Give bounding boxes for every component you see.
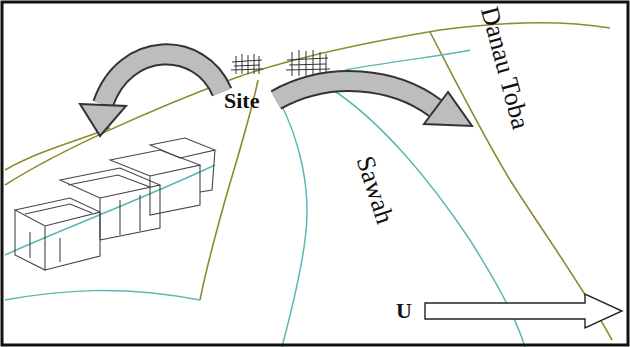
building-detail xyxy=(25,175,150,262)
arrow-band xyxy=(103,54,222,104)
arrow-band xyxy=(103,54,222,104)
tree-cluster xyxy=(231,54,263,74)
tree-sketch xyxy=(231,50,330,76)
field-line xyxy=(345,50,470,70)
north-label: U xyxy=(396,300,412,322)
arrow-band xyxy=(276,81,435,108)
building-block xyxy=(110,150,200,215)
contour-lines xyxy=(5,23,612,340)
field-line xyxy=(5,165,215,255)
building-block xyxy=(150,138,215,192)
field-line xyxy=(278,98,307,347)
view-arrows xyxy=(80,54,472,136)
north-arrow xyxy=(425,294,622,328)
building-block xyxy=(60,168,160,240)
arrow-band xyxy=(276,81,435,108)
arrow-head xyxy=(80,104,126,136)
building-sketch xyxy=(15,138,215,270)
arrow-head xyxy=(424,92,472,126)
building-block xyxy=(15,198,100,270)
contour-line xyxy=(5,128,110,170)
field-line xyxy=(5,291,200,300)
site-label: Site xyxy=(224,90,259,112)
